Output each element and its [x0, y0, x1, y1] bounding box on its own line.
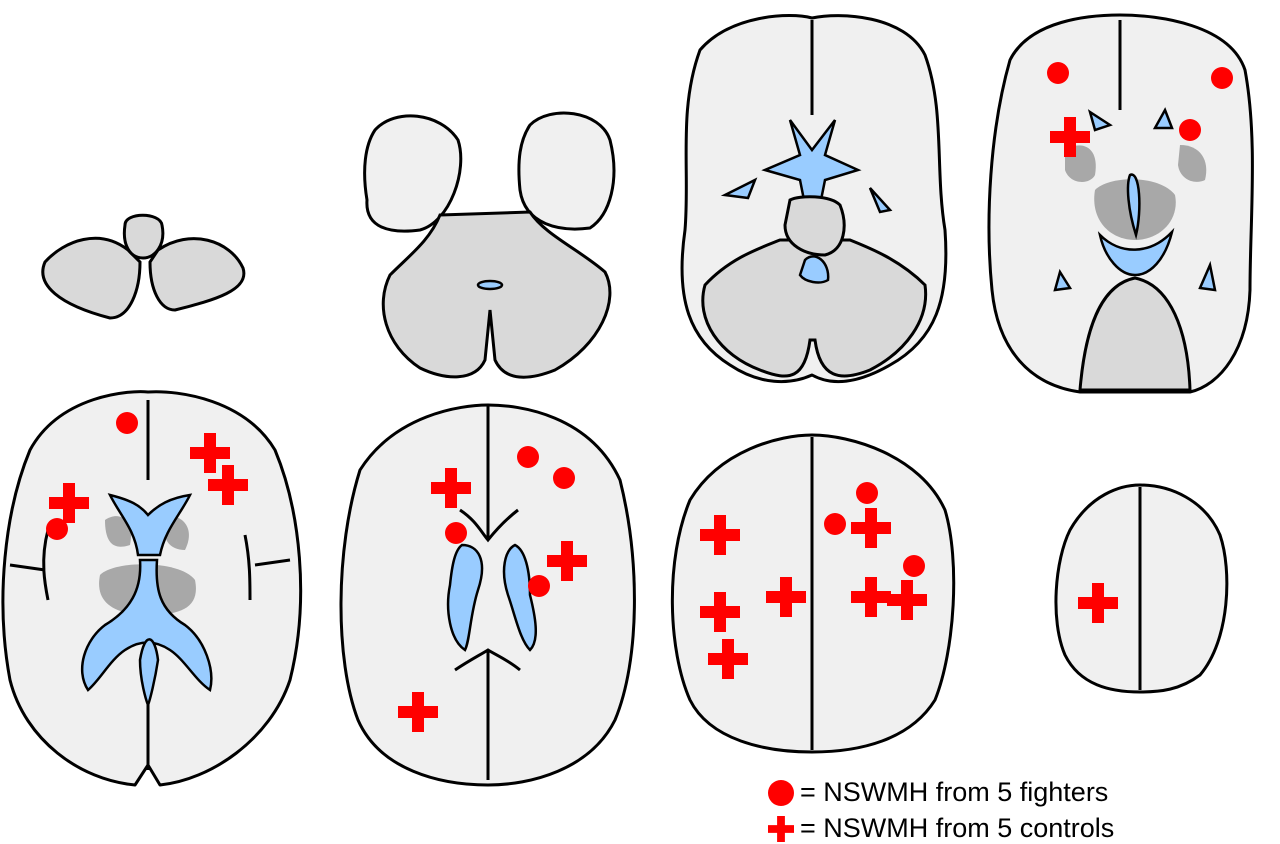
slice-2-cerebellum-temporal [363, 111, 616, 379]
fighter-lesion-dot [116, 412, 138, 434]
legend-fighters-label: = NSWMH from 5 fighters [800, 777, 1109, 807]
legend-fighters: = NSWMH from 5 fighters [768, 777, 1108, 808]
slice-5-ventricles [1, 390, 303, 787]
fighter-lesion-dot [46, 518, 68, 540]
fighter-lesion-dot [903, 555, 925, 577]
legend-controls-label: = NSWMH from 5 controls [800, 813, 1115, 843]
slice-4-basal-ganglia [987, 13, 1254, 394]
slice-3-midbrain [680, 14, 948, 384]
fighter-lesion-dot [445, 522, 467, 544]
fighter-lesion-dot [528, 575, 550, 597]
fighter-lesion-dot [1047, 62, 1069, 84]
slice-7-centrum [670, 433, 956, 754]
fighter-lesion-dot [856, 482, 878, 504]
fighter-lesion-dot [553, 467, 575, 489]
cross-icon [768, 815, 794, 842]
fighter-lesion-dot [1211, 67, 1233, 89]
slice-8-vertex [1054, 483, 1229, 694]
slice-1-brainstem [41, 213, 246, 320]
legend-controls: = NSWMH from 5 controls [768, 813, 1114, 844]
fighter-lesion-markers [46, 62, 1233, 597]
fighter-lesion-dot [517, 446, 539, 468]
fighter-lesion-dot [824, 513, 846, 535]
fighter-lesion-dot [1179, 119, 1201, 141]
circle-icon [768, 779, 794, 806]
slice-6-lateral-ventricles [339, 403, 636, 787]
